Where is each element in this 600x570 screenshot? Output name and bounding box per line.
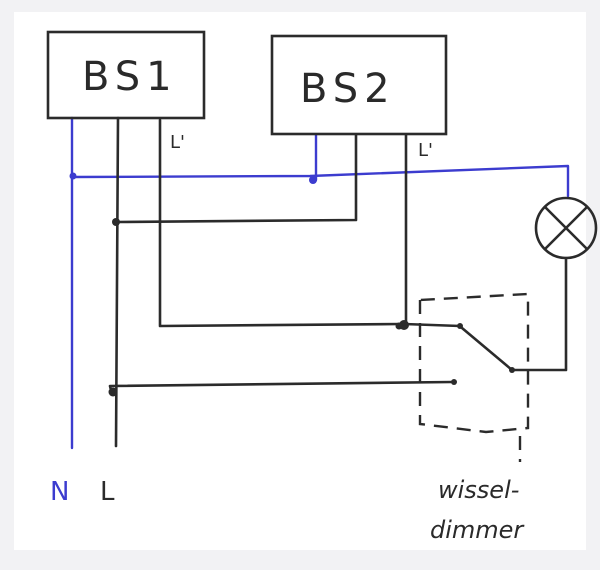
bs1-lprime-label: L' [170,132,185,153]
neutral-junction-2 [309,176,317,184]
bs1-label: BS1 [82,54,178,100]
dimmer-outline [418,292,530,434]
bs1-lprime-wire [158,118,404,328]
bs1-box: BS1 L' [46,30,206,153]
dimmer-caption-line1: wissel- [438,476,519,504]
neutral-label: N [50,477,69,507]
live-label: L [100,477,115,507]
neutral-wiring [69,116,570,450]
neutral-bus [70,164,570,198]
lamp-return-wire [510,256,568,372]
dimmer-caption-line2: dimmer [430,516,525,544]
lamp-icon [534,196,598,260]
dimmer-contact-b [451,379,457,385]
bs2-lprime-label: L' [418,140,433,161]
wissel-dimmer [402,256,568,462]
live-wiring [108,116,454,448]
live-junction-1 [112,218,120,226]
bs2-outline [270,34,448,136]
dimmer-input-wire [402,322,462,328]
paper-sheet [14,12,586,550]
switch-junction-b [395,322,403,330]
bs2-live-feed [114,133,358,224]
bs2-box: BS2 L' [270,34,448,161]
bs2-label: BS2 [300,66,396,112]
neutral-junction-1 [69,172,77,180]
live-junction-2 [108,387,118,397]
dimmer-toggle [460,326,514,372]
bs1-outline [46,30,206,120]
